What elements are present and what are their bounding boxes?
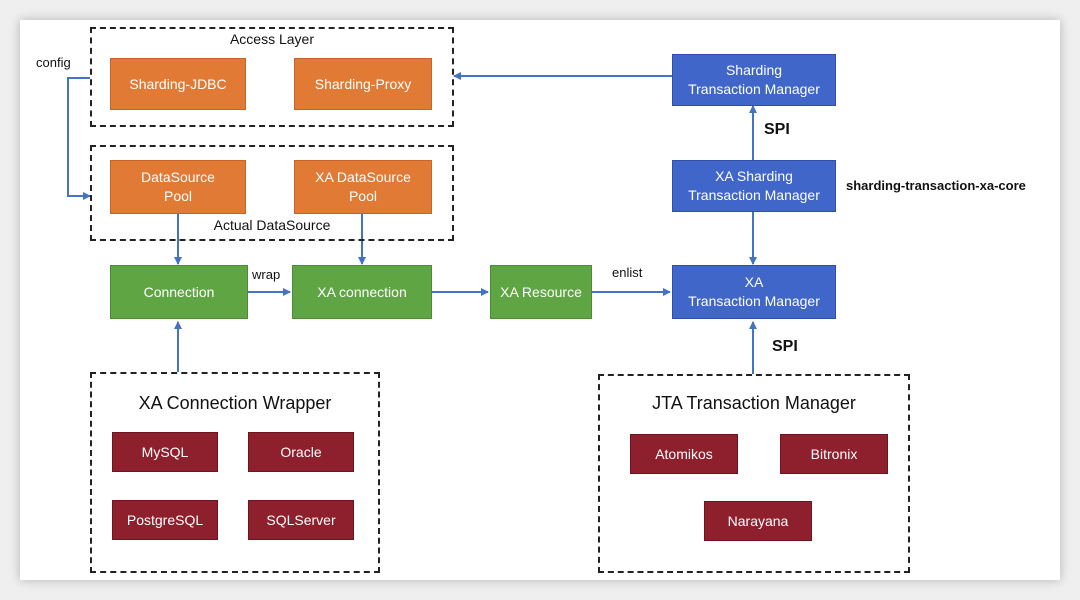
xa-core-label: sharding-transaction-xa-core xyxy=(846,178,1026,193)
diagram-canvas: Access Layer Actual DataSource XA Connec… xyxy=(20,20,1060,580)
sharding-proxy-node: Sharding-Proxy xyxy=(294,58,432,110)
sharding-jdbc-node: Sharding-JDBC xyxy=(110,58,246,110)
narayana-node: Narayana xyxy=(704,501,812,541)
spi-top-label: SPI xyxy=(764,121,790,138)
access-layer-group xyxy=(90,27,454,127)
bitronix-node: Bitronix xyxy=(780,434,888,474)
spi-bottom-label: SPI xyxy=(772,338,798,355)
config-label: config xyxy=(36,55,71,70)
sqlserver-node: SQLServer xyxy=(248,500,354,540)
datasource-pool-node: DataSource Pool xyxy=(110,160,246,214)
actual-datasource-title: Actual DataSource xyxy=(213,217,331,233)
access-layer-title: Access Layer xyxy=(229,31,315,47)
config-arrow xyxy=(67,77,91,200)
mysql-node: MySQL xyxy=(112,432,218,472)
xa-connection-node: XA connection xyxy=(292,265,432,319)
wrap-label: wrap xyxy=(252,267,281,282)
xa-connection-wrapper-group xyxy=(90,372,380,573)
sharding-transaction-manager-node: Sharding Transaction Manager xyxy=(672,54,836,106)
xa-datasource-pool-node: XA DataSource Pool xyxy=(294,160,432,214)
atomikos-node: Atomikos xyxy=(630,434,738,474)
oracle-node: Oracle xyxy=(248,432,354,472)
enlist-label: enlist xyxy=(612,265,643,280)
postgresql-node: PostgreSQL xyxy=(112,500,218,540)
xa-resource-node: XA Resource xyxy=(490,265,592,319)
connection-node: Connection xyxy=(110,265,248,319)
xa-connection-wrapper-title: XA Connection Wrapper xyxy=(138,393,332,413)
jta-transaction-manager-group xyxy=(598,374,910,573)
xa-transaction-manager-node: XA Transaction Manager xyxy=(672,265,836,319)
actual-datasource-group xyxy=(90,145,454,241)
xa-sharding-transaction-manager-node: XA Sharding Transaction Manager xyxy=(672,160,836,212)
jta-transaction-manager-title: JTA Transaction Manager xyxy=(652,393,856,413)
